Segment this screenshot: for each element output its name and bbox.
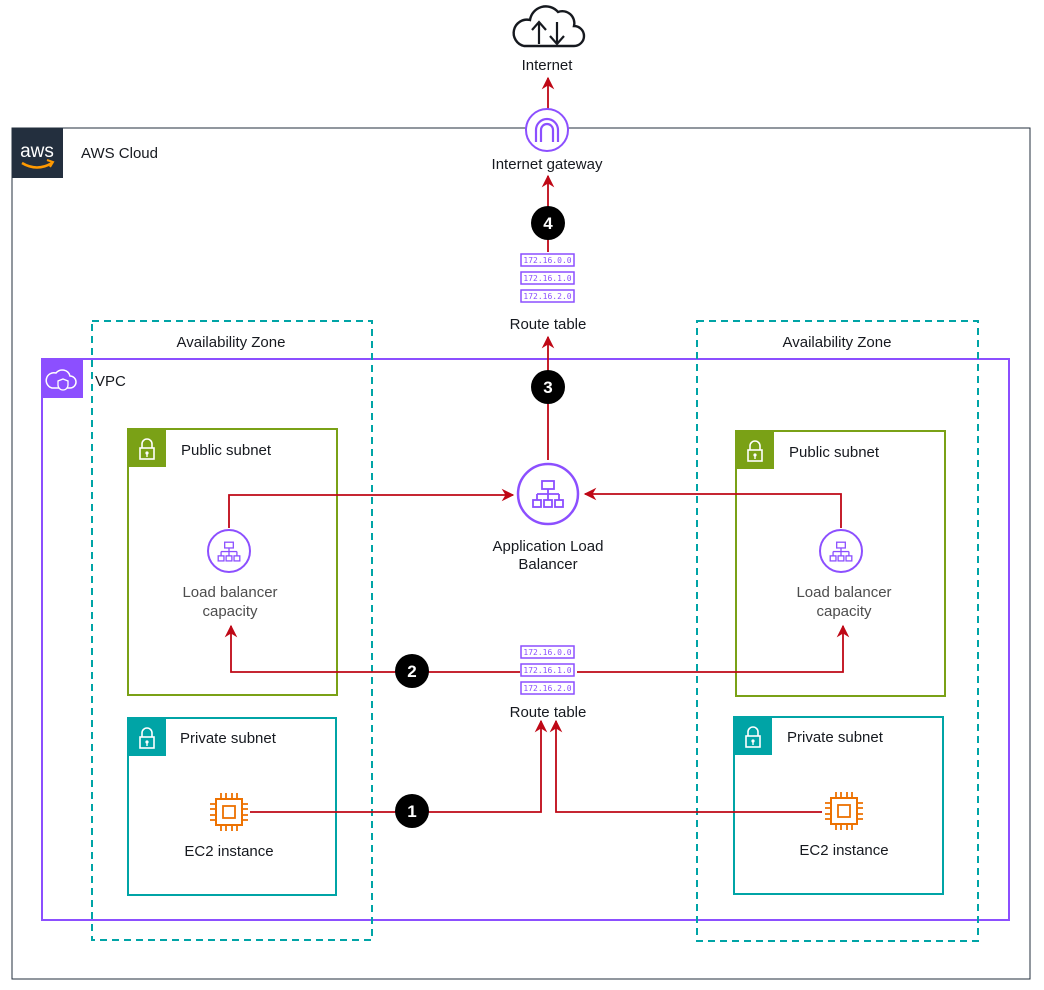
step-marker-1: 1 xyxy=(395,794,429,828)
az-right-group: Availability Zone xyxy=(696,320,979,942)
vpc-cloud-shield-icon xyxy=(45,369,77,391)
step-3-circle xyxy=(531,370,565,404)
lb-capacity-right: Load balancer capacity xyxy=(796,529,892,620)
alb-label-line2: Balancer xyxy=(518,556,577,573)
az-left-label: Availability Zone xyxy=(177,334,286,351)
aws-logo-text: aws xyxy=(20,141,54,162)
private-subnet-right-border xyxy=(733,716,944,895)
internet-gateway-node: Internet gateway xyxy=(492,108,603,173)
ec2-chip-icon xyxy=(209,792,249,832)
private-subnet-left: Private subnet xyxy=(127,717,337,896)
lb-capacity-left-line1: Load balancer xyxy=(182,584,277,601)
ec2-chip-icon xyxy=(824,791,864,831)
internet-gateway-icon xyxy=(525,108,569,152)
aws-cloud-group: aws AWS Cloud xyxy=(11,127,1031,980)
ec2-left: EC2 instance xyxy=(184,792,274,860)
route-table-mid-row: 172.16.2.0 xyxy=(523,684,571,693)
arrow-rt-to-left-lb xyxy=(224,624,520,673)
lb-capacity-left-line2: capacity xyxy=(202,603,258,620)
az-left-border xyxy=(91,320,373,941)
public-subnet-left-border xyxy=(127,428,338,696)
public-subnet-right: Public subnet xyxy=(735,430,946,697)
route-table-icon xyxy=(520,645,575,695)
private-subnet-left-border xyxy=(127,717,337,896)
public-subnet-left-label: Public subnet xyxy=(181,442,272,459)
vpc-group: VPC xyxy=(41,358,1010,921)
arrow-rt-to-right-lb xyxy=(577,624,850,673)
lb-capacity-left: Load balancer capacity xyxy=(182,529,278,620)
alb-label-line1: Application Load xyxy=(493,538,604,555)
public-subnet-left: Public subnet xyxy=(127,428,338,696)
route-table-top-label: Route table xyxy=(510,316,587,333)
arrow-left-lb-to-alb xyxy=(228,488,515,528)
step-3-number: 3 xyxy=(543,378,552,397)
arrow-right-ec2-to-rt xyxy=(549,719,822,813)
internet-gateway-label: Internet gateway xyxy=(492,156,603,173)
lb-capacity-right-line2: capacity xyxy=(816,603,872,620)
step-2-number: 2 xyxy=(407,662,416,681)
public-subnet-right-label: Public subnet xyxy=(789,444,880,461)
route-table-icon xyxy=(520,253,575,303)
aws-logo-smile xyxy=(21,161,53,169)
route-table-mid-node: 172.16.0.0 172.16.1.0 172.16.2.0 Route t… xyxy=(510,645,587,721)
private-subnet-left-label: Private subnet xyxy=(180,730,277,747)
route-table-mid-label: Route table xyxy=(510,704,587,721)
cloud-upload-download-icon xyxy=(512,5,586,48)
aws-logo-arrow xyxy=(46,159,55,168)
route-table-top-row: 172.16.2.0 xyxy=(523,292,571,301)
vpc-label: VPC xyxy=(95,373,126,390)
az-left-group: Availability Zone xyxy=(91,320,373,941)
ec2-left-label: EC2 instance xyxy=(184,843,273,860)
step-1-circle xyxy=(395,794,429,828)
arrow-left-ec2-to-rt xyxy=(250,719,548,813)
lb-capacity-right-line1: Load balancer xyxy=(796,584,891,601)
alb-node: Application Load Balancer xyxy=(493,462,604,573)
route-table-mid-row: 172.16.1.0 xyxy=(523,666,571,675)
vpc-border xyxy=(41,358,1010,921)
ec2-right: EC2 instance xyxy=(799,791,889,859)
route-table-mid-row: 172.16.0.0 xyxy=(523,648,571,657)
step-4-number: 4 xyxy=(543,214,553,233)
internet-node: Internet xyxy=(512,5,586,74)
aws-cloud-label: AWS Cloud xyxy=(81,145,158,162)
az-right-border xyxy=(696,320,979,942)
step-2-circle xyxy=(395,654,429,688)
route-table-top-node: 172.16.0.0 172.16.1.0 172.16.2.0 Route t… xyxy=(510,253,587,333)
step-1-number: 1 xyxy=(407,802,416,821)
private-subnet-right-label: Private subnet xyxy=(787,729,884,746)
public-subnet-right-border xyxy=(735,430,946,697)
aws-logo-badge xyxy=(12,128,63,178)
internet-label: Internet xyxy=(522,57,574,74)
private-subnet-right: Private subnet xyxy=(733,716,944,895)
arrow-right-lb-to-alb xyxy=(583,487,842,528)
ec2-right-label: EC2 instance xyxy=(799,842,888,859)
route-table-top-row: 172.16.0.0 xyxy=(523,256,571,265)
step-marker-3: 3 xyxy=(531,370,565,404)
route-table-top-row: 172.16.1.0 xyxy=(523,274,571,283)
step-4-circle xyxy=(531,206,565,240)
aws-cloud-border xyxy=(11,127,1031,980)
az-right-label: Availability Zone xyxy=(783,334,892,351)
step-marker-4: 4 xyxy=(531,206,565,240)
step-marker-2: 2 xyxy=(395,654,429,688)
